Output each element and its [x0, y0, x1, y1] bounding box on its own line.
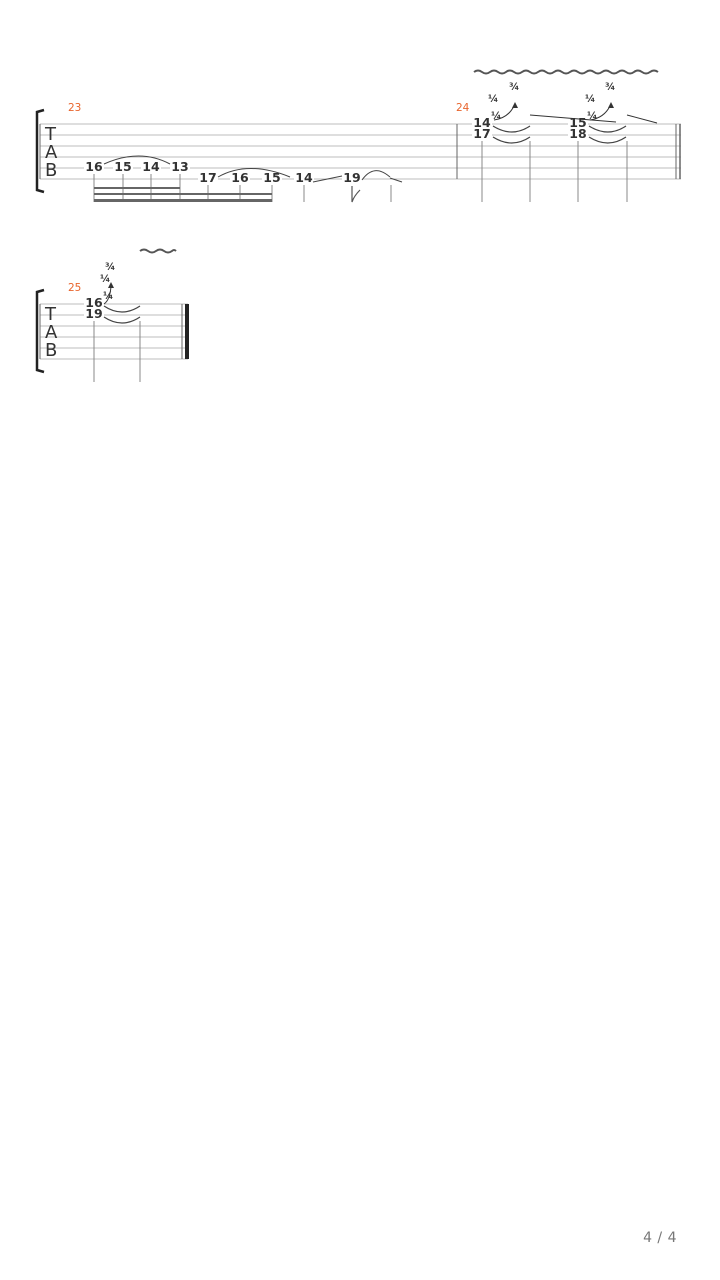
note-flag	[351, 186, 361, 203]
staff-lines	[40, 303, 188, 360]
release-line	[626, 114, 658, 124]
tie	[588, 136, 627, 144]
bend-label: ¾	[509, 82, 519, 93]
fret-number: 14	[295, 170, 313, 185]
measure-25: 16 19 ¼ ¼ ¾	[84, 262, 141, 382]
fret-number: 17	[473, 126, 490, 141]
measure-number: 25	[68, 282, 81, 294]
fret-number: 19	[85, 306, 102, 321]
bend-arrow	[103, 285, 112, 305]
tie	[103, 305, 141, 313]
system-bracket	[35, 108, 45, 194]
tab-clef-a: A	[45, 322, 58, 343]
fret-number: 15	[114, 159, 131, 174]
bend-label: ¼	[587, 110, 597, 122]
measure-24: 14 17 15 18 ¼ ¼ ¾ ¼ ¼ ¾	[472, 82, 658, 202]
fret-number: 14	[142, 159, 160, 174]
fret-number: 19	[343, 170, 360, 185]
release-line	[529, 114, 617, 123]
tab-system-2: T A B 25 16 19 ¼ ¼ ¾	[35, 248, 189, 382]
bend-label: ¾	[105, 262, 115, 273]
beam	[94, 193, 272, 195]
slur	[217, 168, 291, 178]
tie	[588, 125, 627, 133]
slur	[361, 170, 391, 181]
slur	[103, 155, 171, 165]
fret-number: 16	[231, 170, 249, 185]
bend-label: ¼	[488, 93, 498, 105]
fret-number: 13	[171, 159, 188, 174]
vibrato-line	[473, 69, 659, 75]
fret-number: 16	[85, 159, 103, 174]
measure-23: 16 15 14 13 17 16 15 14 19	[84, 155, 403, 203]
fret-number: 15	[263, 170, 280, 185]
tab-clef-b: B	[45, 160, 57, 181]
tab-clef-t: T	[44, 124, 57, 145]
fret-number: 18	[569, 126, 586, 141]
beam	[94, 199, 272, 202]
bend-label: ¼	[100, 273, 110, 285]
bend-label: ¼	[103, 290, 113, 302]
tie	[492, 125, 531, 133]
fret-number: 14	[473, 115, 491, 130]
fret-number: 16	[85, 295, 103, 310]
measure-number: 23	[68, 102, 81, 114]
tab-clef-a: A	[45, 142, 58, 163]
slide-line	[312, 175, 343, 183]
measure-number: 24	[456, 102, 470, 114]
bend-arrowhead	[512, 102, 518, 108]
page-number: 4 / 4	[643, 1230, 677, 1246]
bend-arrowhead	[108, 282, 114, 288]
tab-clef-t: T	[44, 304, 57, 325]
final-barline-thick	[185, 304, 189, 359]
bend-arrowhead	[608, 102, 614, 108]
tab-system-1: T A B 23 24	[35, 69, 681, 203]
vibrato-line	[139, 248, 177, 254]
beam	[94, 187, 180, 189]
bend-label: ¾	[605, 82, 615, 93]
slide-line	[389, 177, 403, 183]
tie	[103, 316, 141, 324]
tab-clef-b: B	[45, 340, 57, 361]
bend-label: ¼	[585, 93, 595, 105]
tie	[492, 136, 531, 144]
fret-number: 17	[199, 170, 216, 185]
bend-label: ¼	[491, 110, 501, 122]
system-bracket	[35, 288, 45, 374]
